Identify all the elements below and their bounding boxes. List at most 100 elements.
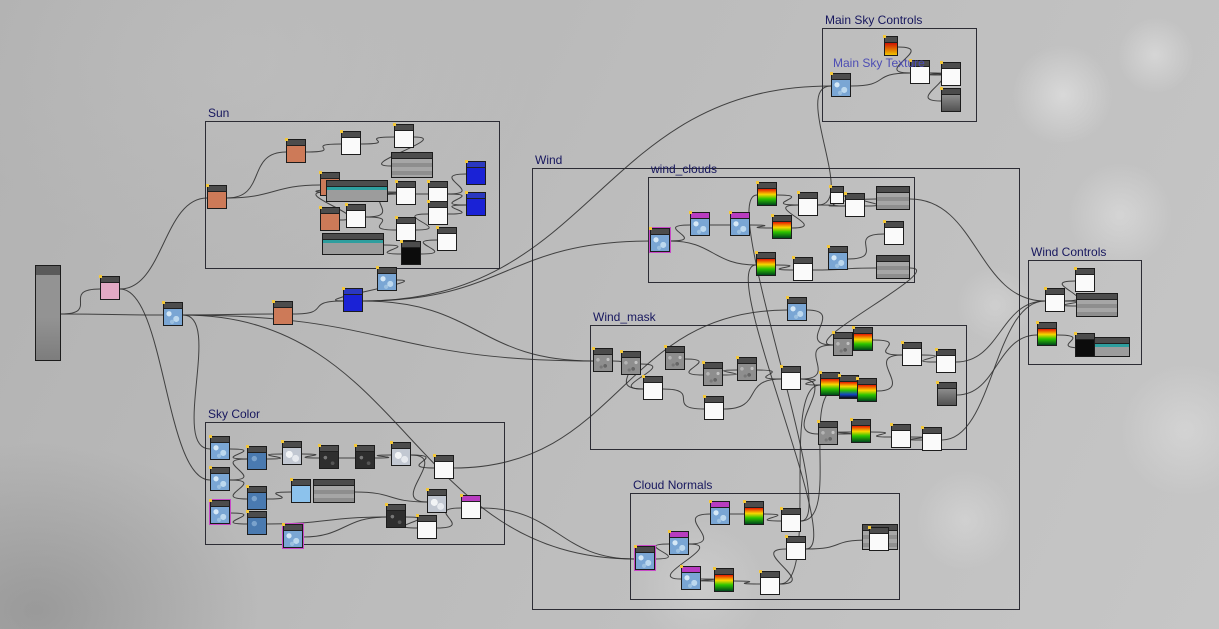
node-y7[interactable] — [281, 440, 302, 465]
node-w2[interactable] — [689, 211, 710, 236]
node-m4[interactable] — [940, 61, 961, 86]
node-v3[interactable] — [1076, 293, 1118, 317]
node-k19[interactable] — [921, 426, 942, 451]
node-k15[interactable] — [856, 377, 877, 402]
node-w12[interactable] — [792, 256, 813, 281]
node-y5[interactable] — [246, 485, 267, 510]
node-c4[interactable] — [743, 500, 764, 525]
node-k18[interactable] — [890, 423, 911, 448]
node-c5[interactable] — [780, 507, 801, 532]
group-main-sky-controls[interactable] — [822, 28, 977, 122]
node-s1[interactable] — [206, 184, 227, 209]
node-w14[interactable] — [883, 220, 904, 245]
node-w8[interactable] — [844, 192, 865, 217]
node-preview — [248, 493, 266, 509]
node-p2[interactable] — [162, 301, 183, 326]
node-s8[interactable] — [326, 180, 388, 202]
node-y8[interactable] — [318, 444, 339, 469]
node-w4[interactable] — [756, 181, 777, 206]
node-y16[interactable] — [416, 514, 437, 539]
node-b2[interactable] — [342, 287, 363, 312]
node-c8[interactable] — [713, 567, 734, 592]
node-m5[interactable] — [940, 87, 961, 112]
node-k9[interactable] — [832, 331, 853, 356]
node-w10[interactable] — [755, 251, 776, 276]
node-b1[interactable] — [272, 300, 293, 325]
node-c2[interactable] — [668, 530, 689, 555]
node-y1[interactable] — [209, 435, 230, 460]
node-k1[interactable] — [592, 347, 613, 372]
node-m2[interactable] — [883, 35, 898, 56]
node-y17[interactable] — [460, 494, 481, 519]
node-w11[interactable] — [827, 245, 848, 270]
node-k12[interactable] — [935, 348, 956, 373]
node-s13[interactable] — [427, 200, 448, 225]
node-c6[interactable] — [785, 535, 806, 560]
node-s10[interactable] — [395, 180, 416, 205]
node-y15[interactable] — [385, 503, 406, 528]
node-root[interactable] — [35, 265, 61, 361]
node-s12[interactable] — [395, 216, 416, 241]
node-y6[interactable] — [246, 510, 267, 535]
node-v5[interactable] — [1074, 332, 1095, 357]
node-w5[interactable] — [771, 214, 792, 239]
node-k8[interactable] — [780, 365, 801, 390]
node-y18[interactable] — [282, 523, 303, 548]
node-y13[interactable] — [433, 454, 454, 479]
node-s2[interactable] — [285, 138, 306, 163]
node-w13[interactable] — [876, 255, 910, 279]
node-c3[interactable] — [709, 500, 730, 525]
node-c7[interactable] — [680, 565, 701, 590]
node-s7[interactable] — [391, 152, 433, 178]
node-y3[interactable] — [209, 499, 230, 524]
node-c9[interactable] — [759, 570, 780, 595]
node-w1[interactable] — [649, 227, 670, 252]
node-c11[interactable] — [868, 526, 889, 551]
node-w7[interactable] — [829, 185, 844, 204]
node-m3[interactable] — [909, 59, 930, 84]
node-k16[interactable] — [817, 420, 838, 445]
node-s5[interactable] — [340, 130, 361, 155]
node-k5[interactable] — [702, 361, 723, 386]
node-s16[interactable] — [322, 233, 384, 255]
node-s15[interactable] — [465, 191, 486, 216]
node-preview — [782, 373, 800, 389]
node-k4[interactable] — [642, 375, 663, 400]
node-s9[interactable] — [345, 203, 366, 228]
node-k2[interactable] — [620, 350, 641, 375]
node-titlebar — [1076, 334, 1094, 340]
node-v2[interactable] — [1074, 267, 1095, 292]
node-s6[interactable] — [393, 123, 414, 148]
node-k13[interactable] — [819, 371, 840, 396]
node-s4[interactable] — [319, 206, 340, 231]
node-y9[interactable] — [354, 444, 375, 469]
node-s17[interactable] — [400, 240, 421, 265]
node-k11[interactable] — [901, 341, 922, 366]
node-y10[interactable] — [390, 441, 411, 466]
node-v4[interactable] — [1036, 321, 1057, 346]
node-y12[interactable] — [313, 479, 355, 503]
node-w6[interactable] — [797, 191, 818, 216]
node-k7[interactable] — [703, 395, 724, 420]
node-p1[interactable] — [99, 275, 120, 300]
node-k17[interactable] — [850, 418, 871, 443]
node-y2[interactable] — [209, 466, 230, 491]
node-w3[interactable] — [729, 211, 750, 236]
node-y14[interactable] — [426, 488, 447, 513]
node-k6[interactable] — [736, 356, 757, 381]
node-s14[interactable] — [465, 160, 486, 185]
node-s18[interactable] — [436, 226, 457, 251]
node-wb1[interactable] — [786, 296, 807, 321]
node-c1[interactable] — [634, 545, 655, 570]
node-k10[interactable] — [852, 326, 873, 351]
node-v1[interactable] — [1044, 287, 1065, 312]
node-w9[interactable] — [876, 186, 910, 210]
node-y11[interactable] — [290, 478, 311, 503]
node-k3[interactable] — [664, 345, 685, 370]
node-m1[interactable] — [830, 72, 851, 97]
node-k20[interactable] — [936, 381, 957, 406]
node-v6[interactable] — [1084, 337, 1130, 357]
node-y4[interactable] — [246, 445, 267, 470]
node-b3[interactable] — [376, 266, 397, 291]
